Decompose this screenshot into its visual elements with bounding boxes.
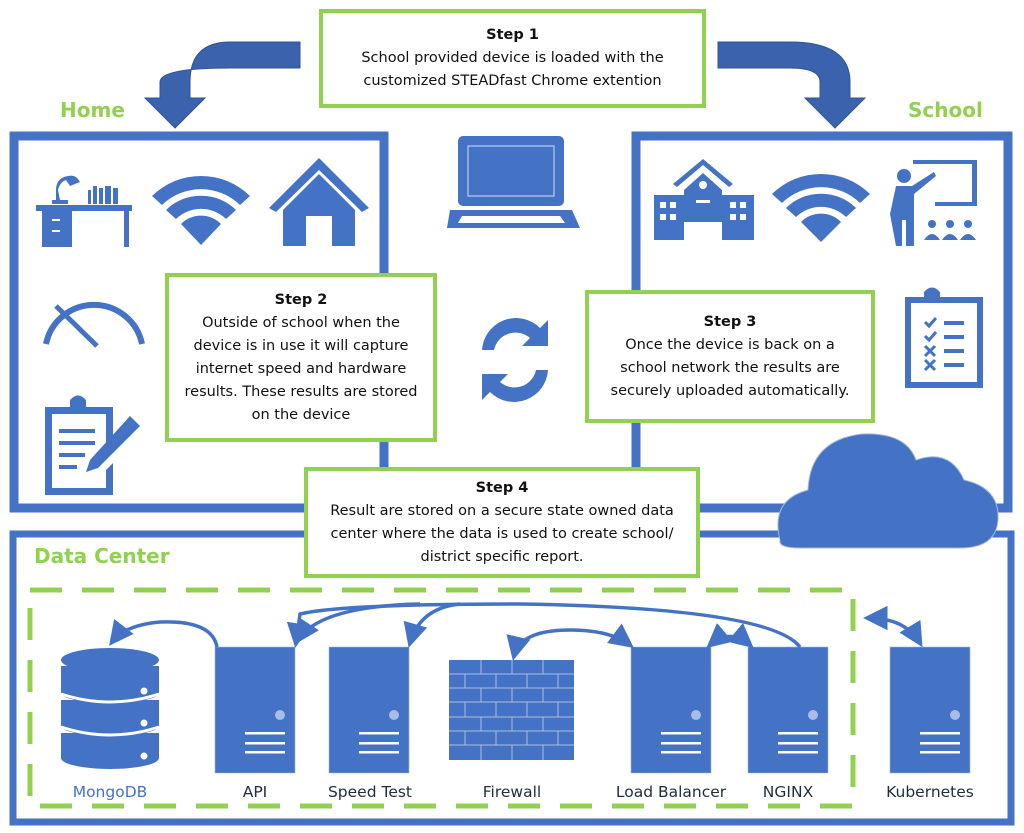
house-icon	[269, 158, 369, 246]
step-4-title: Step 4	[475, 479, 529, 496]
step-4-text: Result are stored on a secure state owne…	[330, 502, 674, 565]
home-label: Home	[60, 98, 125, 122]
curved-arrow-to-school	[717, 41, 867, 129]
step-2-title: Step 2	[274, 291, 328, 308]
node-label-mongodb: MongoDB	[72, 783, 148, 801]
arrow-nginx-to-api	[286, 602, 802, 649]
step-1-box: Step 1 School provided device is loaded …	[319, 9, 706, 108]
server-icon-speed-test	[328, 646, 410, 774]
node-label-api: API	[242, 783, 268, 801]
arrow-firewall-loadbalancer	[506, 623, 634, 661]
step-4-box: Step 4 Result are stored on a secure sta…	[304, 467, 700, 578]
step-1-title: Step 1	[486, 27, 539, 43]
sync-icon	[482, 318, 548, 402]
server-icon-api	[214, 646, 296, 774]
school-building-icon	[654, 159, 754, 240]
step-3-box: Step 3 Once the device is back on a scho…	[585, 290, 875, 423]
node-label-speed-test: Speed Test	[327, 783, 413, 801]
school-label: School	[908, 98, 983, 122]
checklist-clipboard-icon	[905, 287, 983, 388]
database-icon	[60, 648, 160, 769]
speedometer-icon	[43, 301, 145, 348]
teacher-presentation-icon	[890, 160, 977, 246]
arrow-api-to-mongodb	[109, 618, 219, 648]
cluster-boundary	[27, 587, 856, 809]
step-1-text: School provided device is loaded with th…	[361, 50, 664, 89]
firewall-icon	[449, 660, 574, 760]
wifi-icon-home	[152, 175, 250, 245]
node-label-nginx: NGINX	[762, 783, 814, 801]
node-label-load-balancer: Load Balancer	[615, 783, 727, 801]
server-icon-load-balancer	[630, 646, 712, 774]
node-label-firewall: Firewall	[482, 783, 542, 801]
laptop-icon	[447, 136, 580, 228]
arrow-loadbalancer-nginx	[706, 622, 754, 649]
server-icon-kubernetes	[889, 646, 971, 774]
cloud-icon	[777, 433, 999, 549]
step-2-text: Outside of school when the device is in …	[184, 314, 418, 423]
data-center-label: Data Center	[34, 544, 170, 568]
step-3-text: Once the device is back on a school netw…	[610, 336, 850, 399]
clipboard-pencil-icon	[45, 395, 140, 495]
wifi-icon-school	[772, 173, 870, 242]
curved-arrow-to-home	[143, 41, 301, 129]
server-icon-nginx	[747, 646, 829, 774]
step-3-title: Step 3	[703, 313, 757, 330]
node-label-kubernetes: Kubernetes	[886, 783, 974, 801]
arrow-nginx-to-speedtest	[403, 602, 461, 648]
arrow-kubernetes-cluster	[863, 605, 923, 648]
step-2-box: Step 2 Outside of school when the device…	[165, 273, 437, 442]
arrow-nginx-to-api-curve	[295, 602, 421, 645]
desk-lamp-icon	[36, 175, 132, 247]
